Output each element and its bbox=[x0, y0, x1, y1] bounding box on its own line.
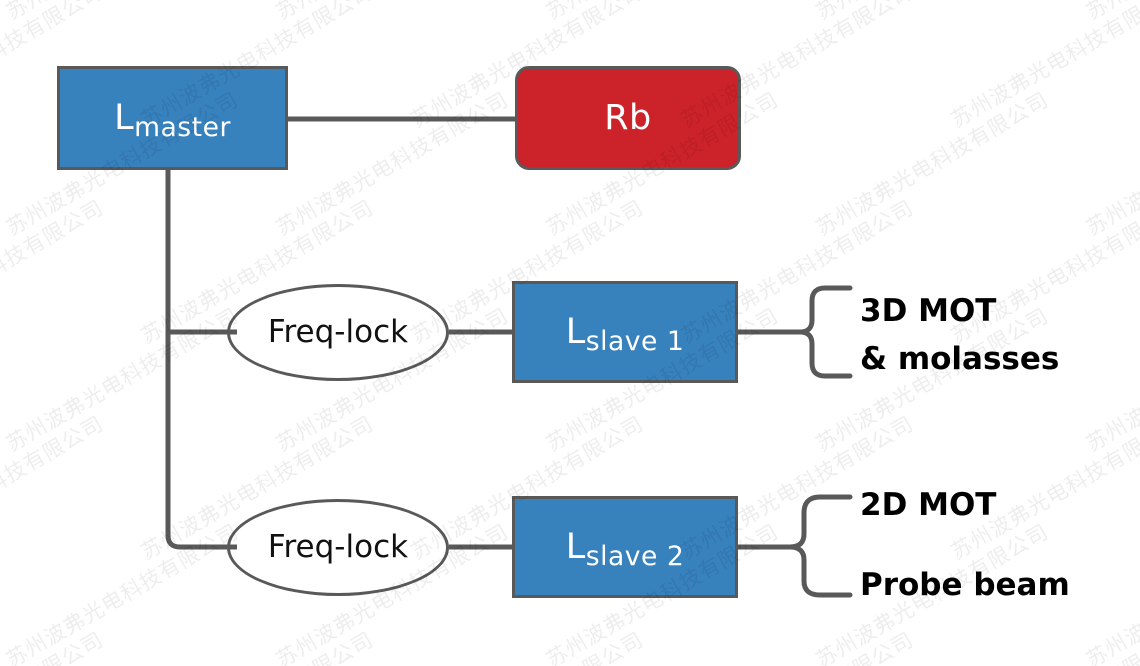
node-freq-lock-1-label: Freq-lock bbox=[267, 314, 409, 350]
node-l-master-label: Lmaster bbox=[114, 97, 231, 144]
output-label-3d-mot: 3D MOT bbox=[860, 293, 997, 329]
node-freq-lock-2[interactable]: Freq-lock bbox=[227, 499, 449, 596]
brace-top bbox=[797, 285, 853, 379]
output-label-molasses: & molasses bbox=[860, 341, 1060, 377]
node-freq-lock-1[interactable]: Freq-lock bbox=[227, 284, 449, 381]
node-l-slave-1-label: Lslave 1 bbox=[565, 311, 685, 358]
node-l-master[interactable]: Lmaster bbox=[57, 66, 288, 170]
node-l-slave-1[interactable]: Lslave 1 bbox=[512, 281, 738, 383]
node-freq-lock-2-label: Freq-lock bbox=[267, 529, 409, 565]
node-l-slave-2-label: Lslave 2 bbox=[565, 526, 685, 573]
node-rb-cell[interactable]: Rb bbox=[515, 66, 741, 170]
line-master-trunk bbox=[165, 170, 237, 550]
node-l-slave-2[interactable]: Lslave 2 bbox=[512, 496, 738, 598]
output-label-probe-beam: Probe beam bbox=[860, 567, 1070, 603]
node-rb-cell-label: Rb bbox=[604, 97, 652, 138]
output-label-2d-mot: 2D MOT bbox=[860, 487, 997, 523]
brace-bottom bbox=[787, 494, 853, 598]
